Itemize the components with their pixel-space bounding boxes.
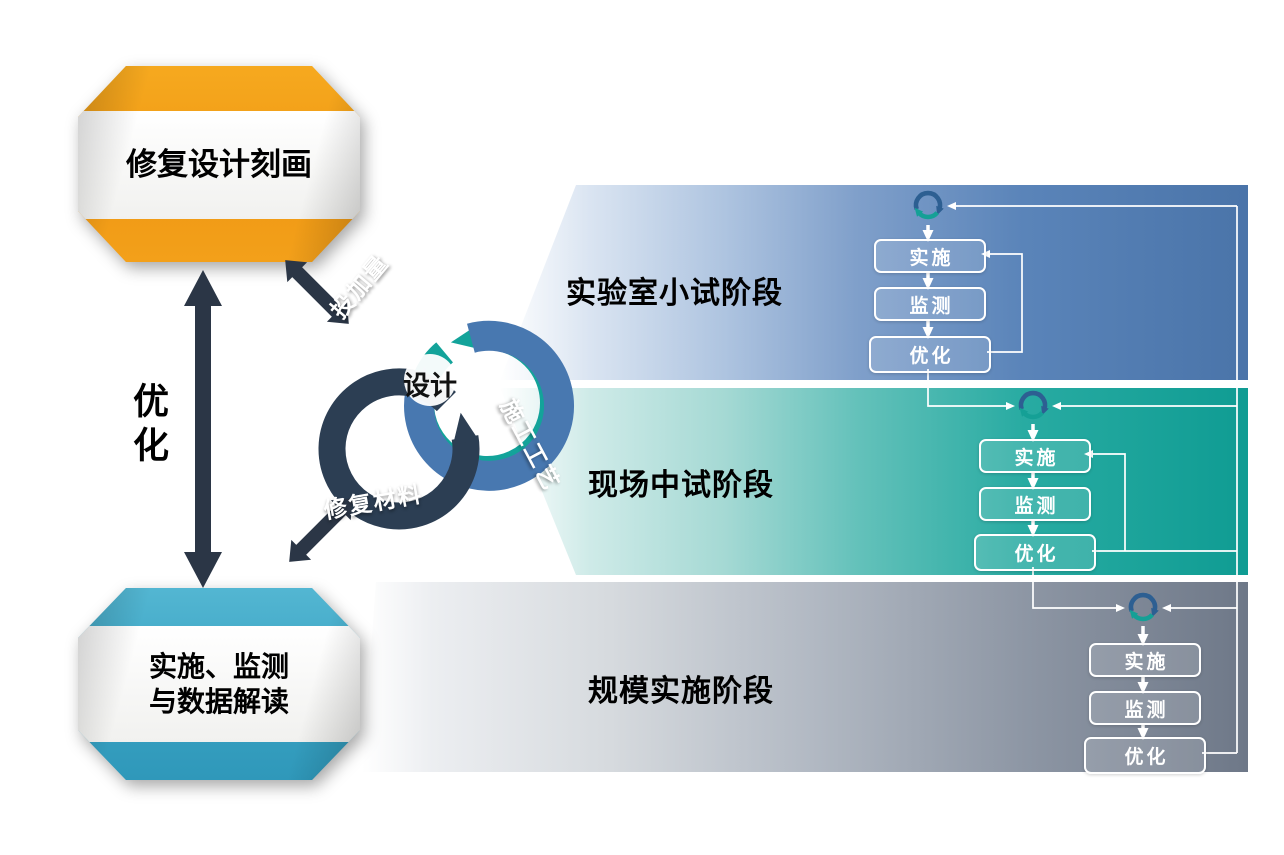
step-box-optimize-3: 优化: [1084, 737, 1206, 774]
cycle-center-label: 设计: [403, 371, 457, 401]
cycle-icon-scale: [1128, 592, 1159, 622]
step-box-implement-3: 实施: [1089, 643, 1201, 677]
stage-band-scale: [362, 582, 1248, 772]
stage-band-lab: [500, 185, 1248, 380]
stage-label-pilot: 现场中试阶段: [588, 469, 774, 502]
cycle-icon-pilot: [1018, 390, 1049, 420]
ring-label-repair-material: 修复材料: [321, 480, 425, 524]
cycle-icon-lab: [913, 190, 944, 220]
banner-label: 修复设计刻画: [126, 146, 312, 185]
step-box-implement-2: 实施: [979, 439, 1091, 473]
banner-remediation-design: 修复设计刻画: [78, 66, 360, 262]
banner-shading: [78, 66, 360, 262]
step-box-optimize-1: 优化: [869, 336, 991, 373]
banner-hexagon: 修复设计刻画: [78, 66, 360, 262]
banner-shading: [78, 588, 360, 780]
step-box-monitor-3: 监测: [1089, 691, 1201, 725]
optimize-double-arrow: [184, 270, 222, 588]
step-box-monitor-2: 监测: [979, 487, 1091, 521]
step-box-implement-1: 实施: [874, 239, 986, 273]
banner-label-line1: 实施、监测: [149, 649, 289, 684]
banner-hexagon: 实施、监测 与数据解读: [78, 588, 360, 780]
banner-implementation-monitoring: 实施、监测 与数据解读: [78, 588, 360, 780]
stage-label-scale: 规模实施阶段: [588, 675, 774, 708]
step-box-monitor-1: 监测: [874, 287, 986, 321]
banner-label-line2: 与数据解读: [149, 684, 289, 719]
stage-label-lab: 实验室小试阶段: [566, 277, 783, 310]
optimize-label: 优化: [128, 382, 169, 470]
step-box-optimize-2: 优化: [974, 534, 1096, 571]
